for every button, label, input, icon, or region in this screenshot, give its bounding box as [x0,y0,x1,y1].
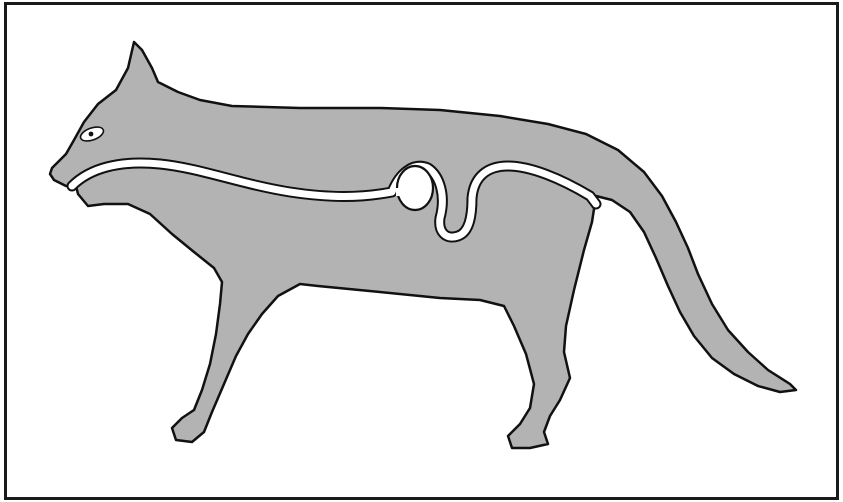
animal-body [50,42,796,448]
pupil-icon [89,132,94,137]
stomach-joint [396,188,406,196]
animal-silhouette [50,42,796,448]
